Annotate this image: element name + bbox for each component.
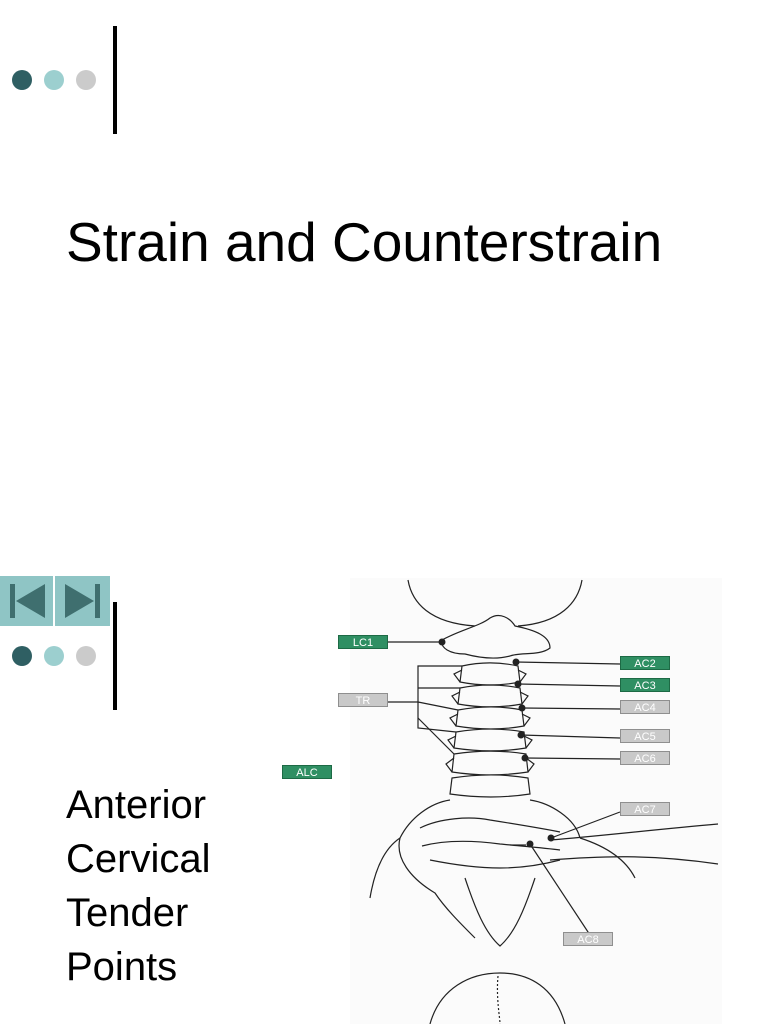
skip-forward-icon <box>64 584 100 618</box>
vertical-divider <box>113 602 117 710</box>
dot-grey <box>76 646 96 666</box>
label-ac2: AC2 <box>620 656 670 670</box>
label-ac7: AC7 <box>620 802 670 816</box>
label-ac6: AC6 <box>620 751 670 765</box>
decorative-dots <box>12 646 96 666</box>
dot-light <box>44 646 64 666</box>
slide-navigation <box>0 576 110 626</box>
label-ac4: AC4 <box>620 700 670 714</box>
decorative-dots <box>12 70 96 90</box>
label-ac5: AC5 <box>620 729 670 743</box>
spine-drawing <box>369 579 719 1024</box>
previous-slide-button[interactable] <box>0 576 55 626</box>
slide-heading: Anterior Cervical Tender Points <box>66 778 210 994</box>
slide-title-text: Strain and Counterstrain <box>66 211 663 273</box>
slide-anterior-cervical: Anterior Cervical Tender Points <box>0 512 768 1024</box>
heading-line: Cervical <box>66 837 211 881</box>
skip-back-icon <box>9 584 45 618</box>
label-ac3: AC3 <box>620 678 670 692</box>
vertical-divider <box>113 26 117 134</box>
heading-line: Anterior <box>66 783 207 827</box>
dot-dark <box>12 646 32 666</box>
slide-title: Strain and Counterstrain <box>12 26 663 273</box>
label-tr: TR <box>338 693 388 707</box>
label-lc1: LC1 <box>338 635 388 649</box>
dot-grey <box>76 70 96 90</box>
cervical-spine-diagram <box>350 578 722 1024</box>
label-alc: ALC <box>282 765 332 779</box>
label-ac8: AC8 <box>563 932 613 946</box>
next-slide-button[interactable] <box>55 576 110 626</box>
dot-dark <box>12 70 32 90</box>
dot-light <box>44 70 64 90</box>
heading-line: Tender <box>66 891 189 935</box>
heading-line: Points <box>66 945 178 989</box>
